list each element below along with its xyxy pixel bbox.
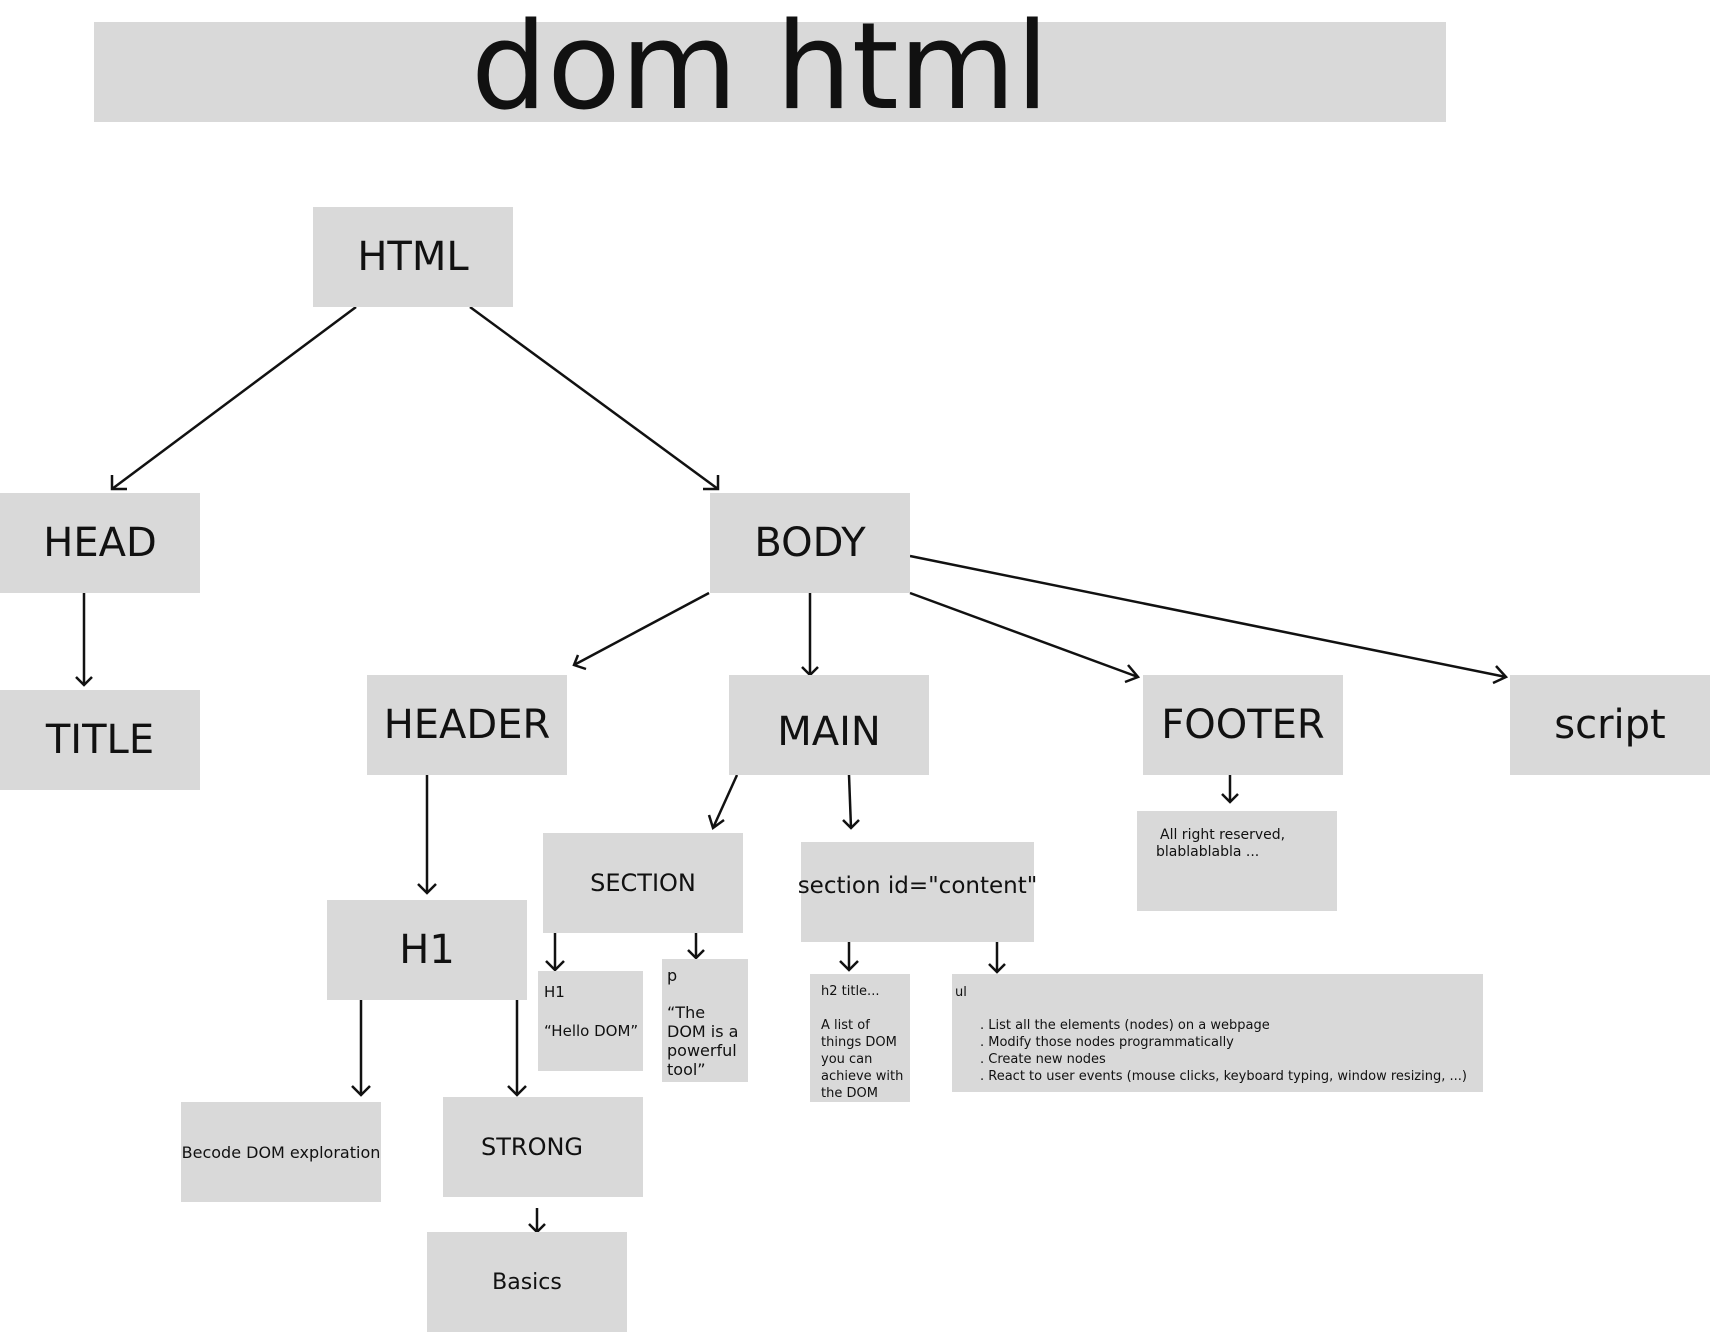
note-content-ul-list: . List all the elements (nodes) on a web… bbox=[955, 1017, 1483, 1085]
note-section-h1-tag: H1 bbox=[544, 983, 565, 1001]
node-html: HTML bbox=[313, 207, 513, 307]
node-becode: Becode DOM exploration bbox=[181, 1102, 381, 1202]
edge-content-ul-arrow bbox=[988, 963, 1006, 974]
edge-content-h2-arrow bbox=[839, 960, 859, 972]
node-basics: Basics bbox=[427, 1232, 627, 1332]
note-content-h2: h2 title... A list of things DOM you can… bbox=[810, 974, 910, 1102]
edge-body-header bbox=[573, 591, 710, 667]
note-footer-line1: All right reserved, bbox=[1160, 827, 1286, 843]
diagram-title: dom html bbox=[471, 0, 1049, 137]
note-content-h2-line1: A list of bbox=[821, 1018, 870, 1033]
note-section-p-line2: DOM is a bbox=[667, 1022, 739, 1041]
list-item: . React to user events (mouse clicks, ke… bbox=[980, 1069, 1467, 1084]
note-section-p-tag: p bbox=[667, 966, 678, 985]
note-content-h2-line2: things DOM bbox=[821, 1035, 897, 1050]
edge-header-h1-arrow bbox=[417, 883, 437, 895]
note-footer-line2: blablablabla ... bbox=[1156, 844, 1260, 860]
note-section-h1: H1 “Hello DOM” bbox=[538, 971, 643, 1071]
edge-head-title-arrow bbox=[75, 676, 93, 687]
edge-html-head bbox=[111, 305, 357, 491]
node-main: MAIN bbox=[729, 675, 929, 775]
note-content-h2-tag: h2 title... bbox=[821, 984, 880, 999]
title-bar bbox=[94, 22, 1446, 122]
note-content-h2-line4: achieve with bbox=[821, 1069, 904, 1084]
node-section: SECTION bbox=[543, 833, 743, 933]
edge-h1-becode-arrow bbox=[351, 1085, 371, 1097]
edge-section-h1-arrow bbox=[545, 960, 565, 972]
node-h1: H1 bbox=[327, 900, 527, 1000]
edge-main-content bbox=[847, 774, 853, 829]
list-item: . List all the elements (nodes) on a web… bbox=[980, 1018, 1270, 1033]
node-section-content: section id="content" bbox=[798, 842, 1037, 942]
note-content-h2-line5: the DOM bbox=[821, 1086, 878, 1101]
list-item: . Modify those nodes programmatically bbox=[980, 1035, 1234, 1050]
edge-main-section-arrow bbox=[707, 814, 725, 831]
note-section-p: p “The DOM is a powerful tool” bbox=[662, 959, 748, 1082]
edge-main-section bbox=[711, 774, 739, 829]
node-title: TITLE bbox=[0, 690, 200, 790]
edge-html-body-arrow bbox=[703, 475, 720, 491]
edge-h1-strong-arrow bbox=[507, 1085, 527, 1097]
node-body: BODY bbox=[710, 493, 910, 593]
node-script: script bbox=[1510, 675, 1710, 775]
note-section-p-line1: “The bbox=[667, 1003, 706, 1022]
edge-footer-text-arrow bbox=[1221, 793, 1239, 804]
edge-html-head-arrow bbox=[110, 475, 127, 491]
node-strong: STRONG bbox=[443, 1097, 643, 1197]
edge-body-script-arrow bbox=[1492, 665, 1509, 685]
edge-section-p-arrow bbox=[687, 949, 705, 960]
note-content-h2-line3: you can bbox=[821, 1052, 873, 1067]
list-item: . Create new nodes bbox=[980, 1052, 1106, 1067]
edge-body-footer bbox=[909, 591, 1139, 679]
node-header: HEADER bbox=[367, 675, 567, 775]
note-footer-text: All right reserved, blablablabla ... bbox=[1137, 811, 1337, 911]
edge-body-header-arrow bbox=[572, 654, 587, 671]
edge-main-content-arrow bbox=[842, 819, 860, 830]
edge-body-script bbox=[909, 554, 1507, 679]
edge-html-body bbox=[469, 305, 719, 491]
note-section-p-line3: powerful bbox=[667, 1041, 737, 1060]
note-content-ul-tag: ul bbox=[955, 985, 967, 1000]
note-section-h1-text: “Hello DOM” bbox=[544, 1022, 639, 1040]
note-content-ul: ul . List all the elements (nodes) on a … bbox=[952, 974, 1483, 1092]
node-head: HEAD bbox=[0, 493, 200, 593]
edge-body-footer-arrow bbox=[1124, 664, 1141, 684]
node-footer: FOOTER bbox=[1143, 675, 1343, 775]
note-section-p-line4: tool” bbox=[667, 1060, 706, 1079]
